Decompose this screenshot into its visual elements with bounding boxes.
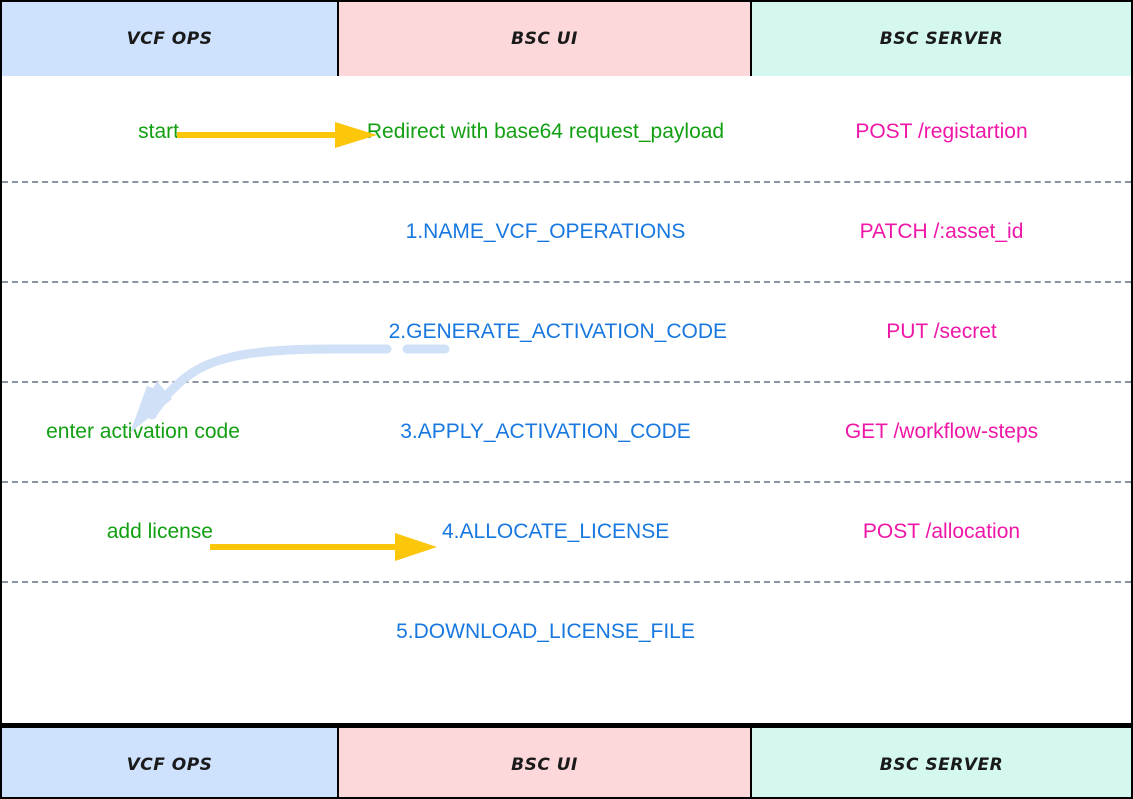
lane-header-bsc-server[interactable]: BSC SERVER — [752, 2, 1131, 76]
row-1-mid-text: Redirect with base64 request_payload — [366, 119, 725, 143]
lane-footer-bsc-ui-label: BSC UI — [511, 755, 578, 775]
lane-header-vcf-ops[interactable]: VCF OPS — [2, 2, 339, 76]
message-row-3: 2.GENERATE_ACTIVATION_CODE PUT /secret — [2, 281, 1131, 381]
row-6-mid-label: 5.DOWNLOAD_LICENSE_FILE — [339, 581, 752, 681]
row-5-mid-text: 4.ALLOCATE_LICENSE — [442, 519, 670, 543]
row-5-right-label: POST /allocation — [752, 481, 1131, 581]
lane-header-bsc-server-label: BSC SERVER — [879, 29, 1004, 49]
row-4-mid-label: 3.APPLY_ACTIVATION_CODE — [339, 381, 752, 481]
row-separator-4 — [2, 481, 1131, 483]
message-row-6: 5.DOWNLOAD_LICENSE_FILE — [2, 581, 1131, 681]
row-2-mid-text: 1.NAME_VCF_OPERATIONS — [405, 219, 686, 243]
row-separator-5 — [2, 581, 1131, 583]
row-5-left-label: add license — [2, 481, 339, 581]
lane-header-top: VCF OPS BSC UI BSC SERVER — [2, 2, 1131, 76]
lane-footer-bsc-ui[interactable]: BSC UI — [339, 728, 752, 797]
message-row-5: add license 4.ALLOCATE_LICENSE POST /all… — [2, 481, 1131, 581]
lane-footer-vcf-ops[interactable]: VCF OPS — [2, 728, 339, 797]
row-4-left-label: enter activation code — [2, 381, 339, 481]
row-1-right-label: POST /registartion — [752, 81, 1131, 181]
lane-header-vcf-ops-label: VCF OPS — [126, 29, 213, 49]
row-separator-2 — [2, 281, 1131, 283]
row-1-left-text: start — [138, 119, 179, 143]
lane-header-bsc-ui[interactable]: BSC UI — [339, 2, 752, 76]
message-row-4: enter activation code 3.APPLY_ACTIVATION… — [2, 381, 1131, 481]
row-1-left-label: start — [2, 81, 339, 181]
message-row-2: 1.NAME_VCF_OPERATIONS PATCH /:asset_id — [2, 181, 1131, 281]
row-5-mid-label: 4.ALLOCATE_LICENSE — [339, 481, 752, 581]
lane-header-bsc-ui-label: BSC UI — [511, 29, 578, 49]
row-2-right-text: PATCH /:asset_id — [859, 219, 1024, 243]
row-separator-1 — [2, 181, 1131, 183]
row-5-left-text: add license — [106, 519, 213, 543]
lane-header-bottom: VCF OPS BSC UI BSC SERVER — [2, 723, 1131, 797]
row-3-mid-text: 2.GENERATE_ACTIVATION_CODE — [388, 319, 727, 343]
row-4-left-text: enter activation code — [46, 419, 240, 443]
row-1-right-text: POST /registartion — [855, 119, 1028, 143]
row-6-mid-text: 5.DOWNLOAD_LICENSE_FILE — [396, 619, 695, 643]
row-separator-3 — [2, 381, 1131, 383]
message-row-1: start Redirect with base64 request_paylo… — [2, 81, 1131, 181]
row-4-right-label: GET /workflow-steps — [752, 381, 1131, 481]
lane-footer-bsc-server-label: BSC SERVER — [879, 755, 1004, 775]
row-2-mid-label: 1.NAME_VCF_OPERATIONS — [339, 181, 752, 281]
row-1-mid-label: Redirect with base64 request_payload — [339, 81, 752, 181]
lane-footer-vcf-ops-label: VCF OPS — [126, 755, 213, 775]
row-2-right-label: PATCH /:asset_id — [752, 181, 1131, 281]
row-4-right-text: GET /workflow-steps — [844, 419, 1039, 443]
message-area: start Redirect with base64 request_paylo… — [2, 81, 1131, 721]
row-3-mid-label: 2.GENERATE_ACTIVATION_CODE — [339, 281, 752, 381]
row-5-right-text: POST /allocation — [862, 519, 1021, 543]
row-3-right-label: PUT /secret — [752, 281, 1131, 381]
row-4-mid-text: 3.APPLY_ACTIVATION_CODE — [400, 419, 691, 443]
row-3-right-text: PUT /secret — [886, 319, 997, 343]
lane-footer-bsc-server[interactable]: BSC SERVER — [752, 728, 1131, 797]
